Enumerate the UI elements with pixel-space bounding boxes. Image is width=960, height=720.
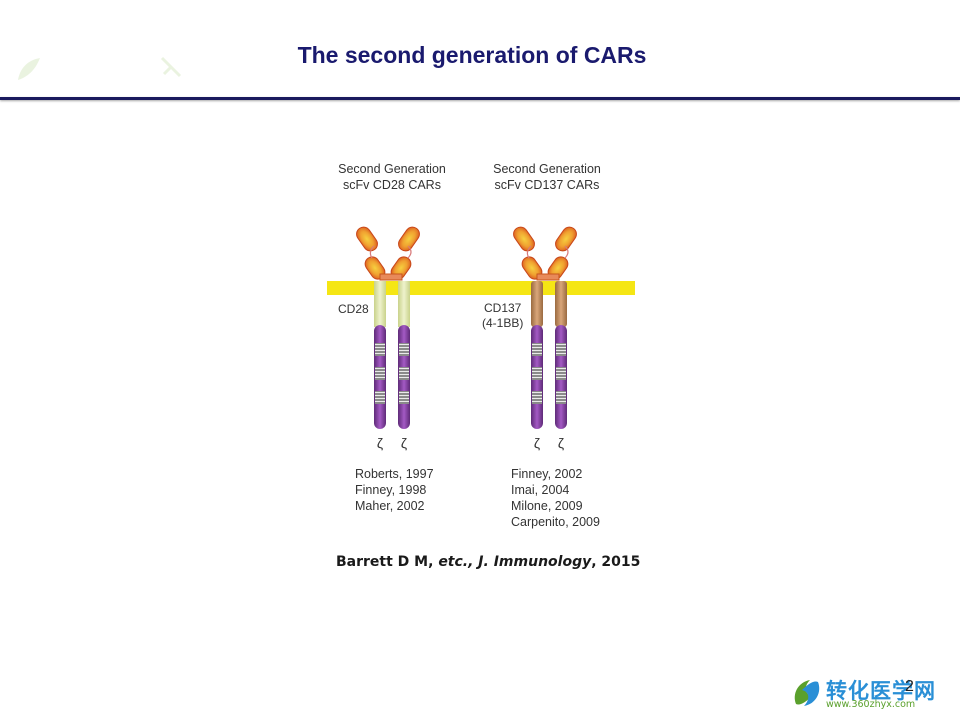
itam-motifs [375, 343, 566, 404]
car-diagram-figure: Second Generation scFv CD28 CARs Second … [322, 150, 642, 535]
cell-membrane [327, 281, 635, 295]
reference-item: Roberts, 1997 [355, 467, 434, 481]
zeta-symbol: ζ [377, 435, 383, 451]
reference-item: Maher, 2002 [355, 499, 425, 513]
car-diagram: Second Generation scFv CD28 CARs Second … [327, 162, 635, 529]
cd137-domain [555, 281, 567, 327]
logo-swirl-icon [794, 680, 820, 706]
page-number: 2 [905, 678, 914, 695]
scfv-domain [356, 226, 420, 280]
zeta-symbol: ζ [401, 435, 407, 451]
citation-journal: etc., J. Immunology [438, 554, 592, 570]
cd28-domain [398, 281, 410, 327]
logo-name: 转化医学网 [826, 679, 936, 703]
cd137-domain [531, 281, 543, 327]
reference-item: Finney, 1998 [355, 483, 426, 497]
cd137-car-construct [513, 226, 577, 281]
4-1bb-label: (4-1BB) [482, 316, 523, 330]
scfv-domain [513, 226, 577, 280]
title-divider [0, 97, 960, 100]
citation-authors: Barrett D M, [336, 554, 439, 570]
site-logo[interactable]: 转化医学网 www.360zhyx.com [790, 674, 950, 714]
logo-url: www.360zhyx.com [826, 699, 916, 710]
zeta-symbol: ζ [534, 435, 540, 451]
left-heading-line2: scFv CD28 CARs [343, 178, 441, 192]
cd137-label: CD137 [484, 301, 522, 315]
right-heading-line1: Second Generation [493, 162, 601, 176]
reference-item: Carpenito, 2009 [511, 515, 600, 529]
leaf-icon [18, 58, 40, 80]
right-heading-line2: scFv CD137 CARs [495, 178, 600, 192]
zeta-symbol: ζ [558, 435, 564, 451]
reference-item: Finney, 2002 [511, 467, 582, 481]
reference-item: Imai, 2004 [511, 483, 569, 497]
cd28-domain [374, 281, 386, 327]
cd28-label: CD28 [338, 302, 369, 316]
left-heading-line1: Second Generation [338, 162, 446, 176]
reference-item: Milone, 2009 [511, 499, 583, 513]
citation-year: , 2015 [591, 554, 641, 570]
cd28-car-construct [356, 226, 420, 281]
slide-title: The second generation of CARs [297, 42, 647, 68]
decorative-mark-icon [160, 56, 182, 78]
citation: Barrett D M, etc., J. Immunology, 2015 [336, 554, 640, 570]
